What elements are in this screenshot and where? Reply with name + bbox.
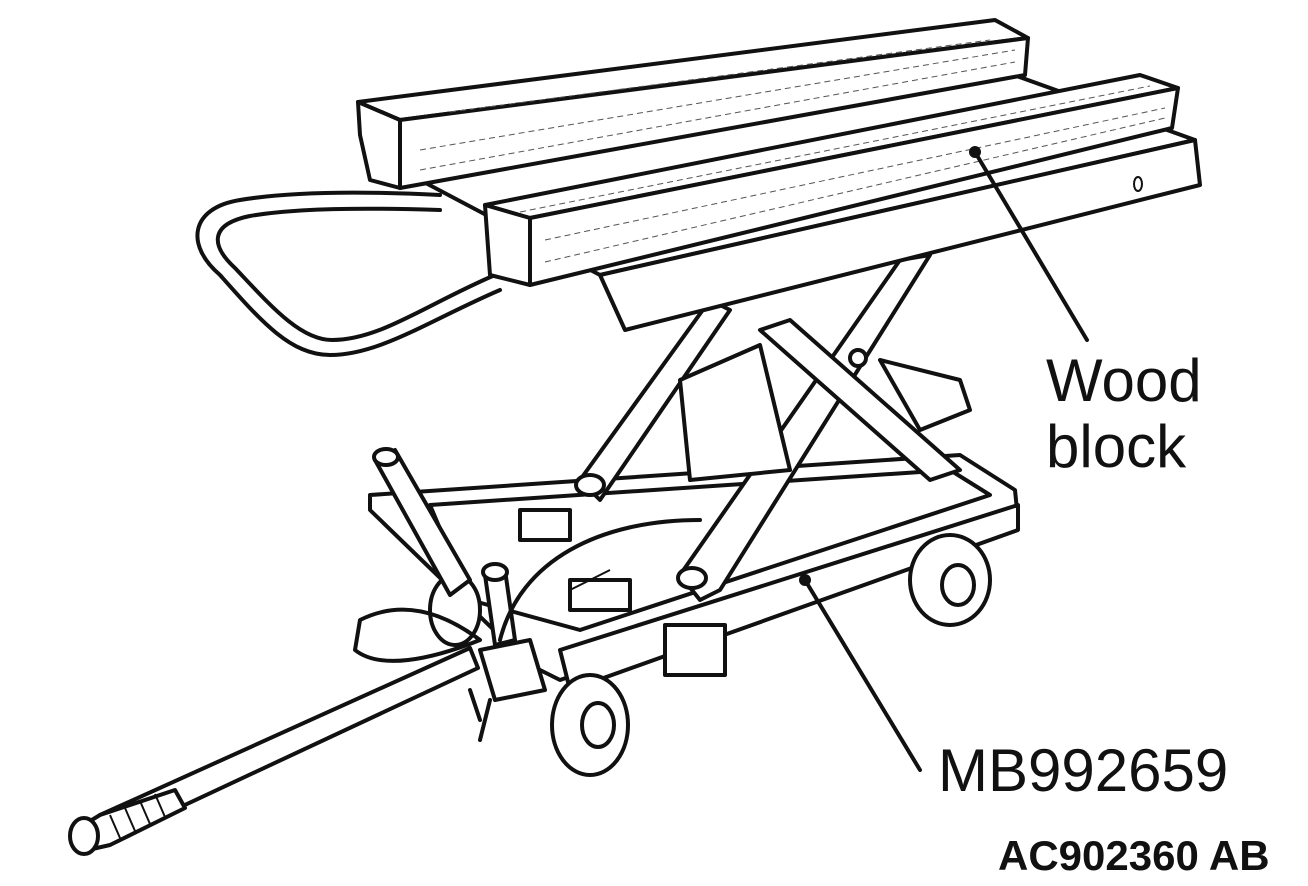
figure-code: AC902360 AB [998,832,1270,879]
tool-number-label: MB992659 [938,737,1229,804]
scissor-arms [574,253,972,602]
pump-handle [68,646,480,856]
wood-block-label: Wood block [1046,348,1202,480]
wood-block-leader [969,146,1089,342]
wood-block-front [483,73,1180,287]
wood-block-label-line1: Wood [1046,347,1202,414]
wood-block-back [356,18,1030,190]
tool-leader [799,574,922,772]
table-handle [195,190,502,357]
wheels [428,533,992,777]
wood-block-label-line2: block [1046,413,1187,480]
pump-assembly [353,447,702,742]
